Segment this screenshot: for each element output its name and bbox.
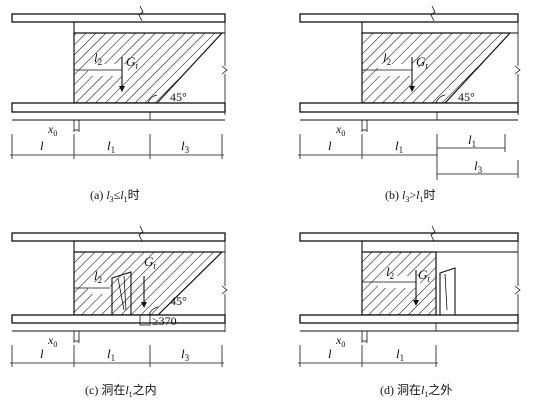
minimum-length-box: [139, 314, 151, 326]
load-arrowhead: [413, 300, 419, 306]
break-mark: [221, 285, 228, 295]
opening-mark: [117, 277, 125, 311]
bottom-slab: [299, 102, 519, 113]
top-slab: [299, 13, 519, 23]
x0-label: x0: [335, 122, 345, 138]
wall-opening: [439, 267, 456, 316]
G-label: Gt: [418, 267, 430, 284]
bottom-slab: [11, 102, 226, 113]
break-mark: [138, 5, 144, 22]
dim-label-l1: l1: [396, 346, 404, 363]
dim-label-l1: l1: [107, 138, 115, 155]
l2-label: l2: [383, 50, 391, 67]
top-slab: [11, 13, 226, 23]
break-mark: [430, 5, 436, 22]
l2-label: l2: [94, 50, 102, 67]
dim-label-l3: l3: [181, 138, 190, 155]
dim-label-l: l: [40, 138, 44, 153]
top-slab: [299, 232, 519, 242]
angle-label: 45°: [458, 90, 475, 104]
caption-c: (c) 洞在l1之内: [85, 383, 157, 399]
dim-label-l1: l1: [395, 138, 403, 155]
load-arrowhead: [141, 302, 147, 308]
G-label: Gt: [126, 54, 138, 71]
caption-b: (b) l3>l1时: [385, 188, 435, 204]
break-mark: [514, 285, 521, 295]
dim-label-l3: l3: [181, 346, 190, 363]
min-length-label: ≥370: [152, 314, 177, 328]
opening-mark: [444, 273, 448, 311]
panel-a: l2 Gt 45° x0 l l1 l3 (a) l3≤l1时: [10, 5, 228, 204]
l2-label: l2: [94, 268, 102, 285]
caption-a: (a) l3≤l1时: [90, 188, 140, 204]
x0-label: x0: [335, 333, 345, 349]
panel-b: l2 Gt 45° x0 l l1 l1 l3 (b) l3>l1时: [298, 5, 521, 204]
panel-d: l2 Gt x0 l l1 (d) 洞在l1之外: [298, 225, 521, 399]
dim-label-l3: l3: [474, 158, 483, 175]
angle-label: 45°: [170, 90, 187, 104]
break-mark: [514, 65, 521, 75]
dim-label-l1-right: l1: [468, 132, 476, 149]
bottom-slab: [11, 314, 226, 324]
top-slab: [11, 232, 226, 242]
break-mark: [430, 225, 436, 242]
l2-label: l2: [386, 264, 394, 281]
x0-label: x0: [47, 122, 57, 138]
caption-d: (d) 洞在l1之外: [380, 383, 452, 399]
G-label: Gt: [416, 54, 428, 71]
break-mark: [138, 225, 144, 242]
dim-label-l: l: [328, 138, 332, 153]
dim-label-l: l: [328, 346, 332, 361]
G-label: Gt: [144, 254, 156, 271]
break-mark: [221, 65, 228, 75]
load-arrowhead: [409, 86, 415, 92]
angle-label: 45°: [170, 294, 187, 308]
dim-label-l: l: [40, 346, 44, 361]
dim-label-l1: l1: [107, 346, 115, 363]
opening-mark: [123, 275, 127, 311]
load-arrowhead: [119, 86, 125, 92]
panel-c: l2 Gt 45° ≥370 x0 l l1 l3 (c) 洞在l1之内: [10, 225, 228, 399]
bottom-slab: [299, 314, 519, 324]
x0-label: x0: [47, 333, 57, 349]
